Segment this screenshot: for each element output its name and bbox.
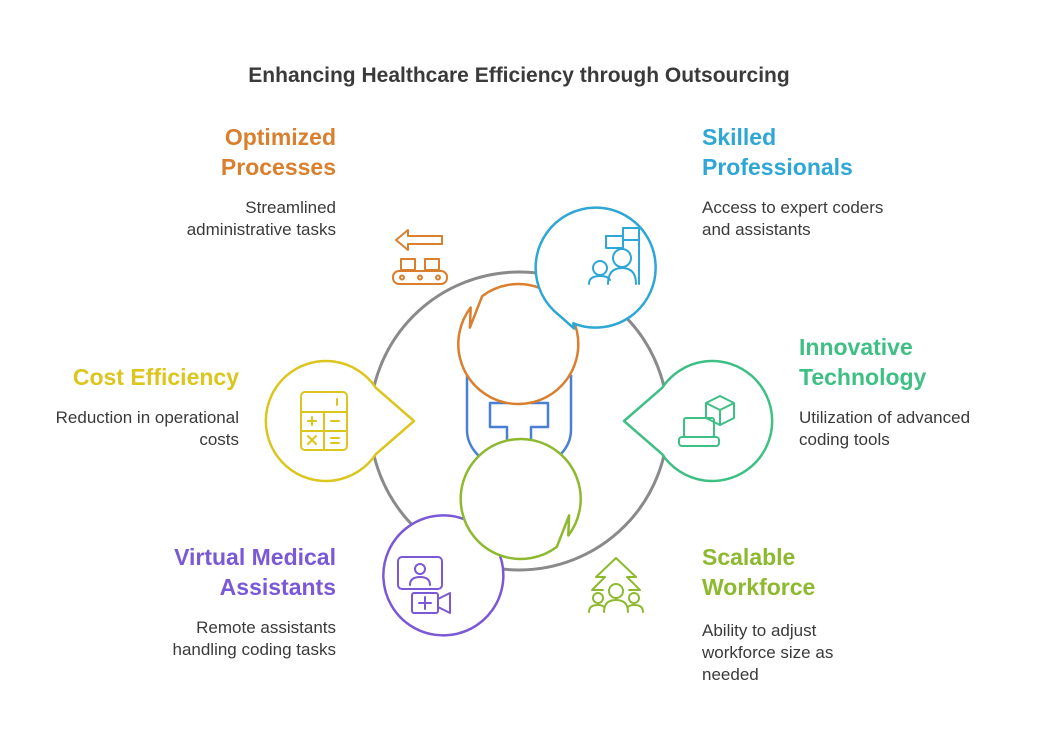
desc-line: administrative tasks [186, 220, 336, 239]
node-innovative-technology [622, 359, 774, 483]
label-line: Technology [799, 364, 927, 390]
node-shape [457, 282, 580, 406]
desc-line: workforce size as [702, 643, 834, 662]
desc-scalable-workforce: Ability to adjust workforce size as need… [702, 620, 962, 686]
label-line: Workforce [702, 574, 816, 600]
node-skilled-professionals [534, 206, 657, 330]
desc-skilled-professionals: Access to expert coders and assistants [702, 197, 1002, 241]
desc-line: Streamlined [245, 198, 336, 217]
desc-line: coding tools [799, 430, 890, 449]
node-scalable-workforce [459, 437, 644, 613]
node-shape [622, 359, 774, 483]
calculator-icon [300, 391, 348, 451]
label-line: Scalable [702, 544, 796, 570]
desc-cost-efficiency: Reduction in operational costs [0, 407, 239, 451]
desc-innovative-technology: Utilization of advanced coding tools [799, 407, 1034, 451]
node-shape [459, 437, 582, 561]
desc-line: Reduction in operational [55, 408, 239, 427]
laptop-cube-icon [678, 395, 735, 447]
label-cost-efficiency: Cost Efficiency [0, 362, 239, 392]
label-virtual-medical-assistants: Virtual Medical Assistants [76, 542, 336, 602]
desc-optimized-processes: Streamlined administrative tasks [56, 197, 336, 241]
desc-line: Remote assistants [196, 618, 336, 637]
node-shape [534, 206, 657, 330]
diagram-title: Enhancing Healthcare Efficiency through … [248, 64, 790, 87]
label-line: Processes [220, 154, 336, 180]
label-line: Professionals [702, 154, 853, 180]
desc-line: and assistants [702, 220, 811, 239]
video-call-medical-icon [397, 556, 451, 614]
node-cost-efficiency [264, 359, 416, 483]
team-flag-icon [588, 227, 640, 285]
desc-line: Ability to adjust [702, 621, 817, 640]
label-line: Assistants [219, 574, 336, 600]
label-line: Skilled [702, 124, 777, 150]
node-optimized-processes [392, 229, 580, 406]
desc-line: Utilization of advanced [799, 408, 971, 427]
node-virtual-medical-assistants [382, 513, 505, 637]
label-optimized-processes: Optimized Processes [76, 122, 336, 182]
label-line: Virtual Medical [174, 544, 336, 570]
growing-team-icon [588, 557, 644, 613]
label-skilled-professionals: Skilled Professionals [702, 122, 962, 182]
desc-line: needed [702, 665, 759, 684]
desc-line: costs [199, 430, 239, 449]
desc-line: handling coding tasks [172, 640, 336, 659]
label-line: Optimized [224, 124, 336, 150]
label-innovative-technology: Innovative Technology [799, 332, 1029, 392]
label-scalable-workforce: Scalable Workforce [702, 542, 962, 602]
conveyor-belt-icon [392, 229, 448, 285]
desc-line: Access to expert coders [702, 198, 884, 217]
label-line: Innovative [799, 334, 913, 360]
label-line: Cost Efficiency [72, 364, 239, 390]
desc-virtual-medical-assistants: Remote assistants handling coding tasks [56, 617, 336, 661]
